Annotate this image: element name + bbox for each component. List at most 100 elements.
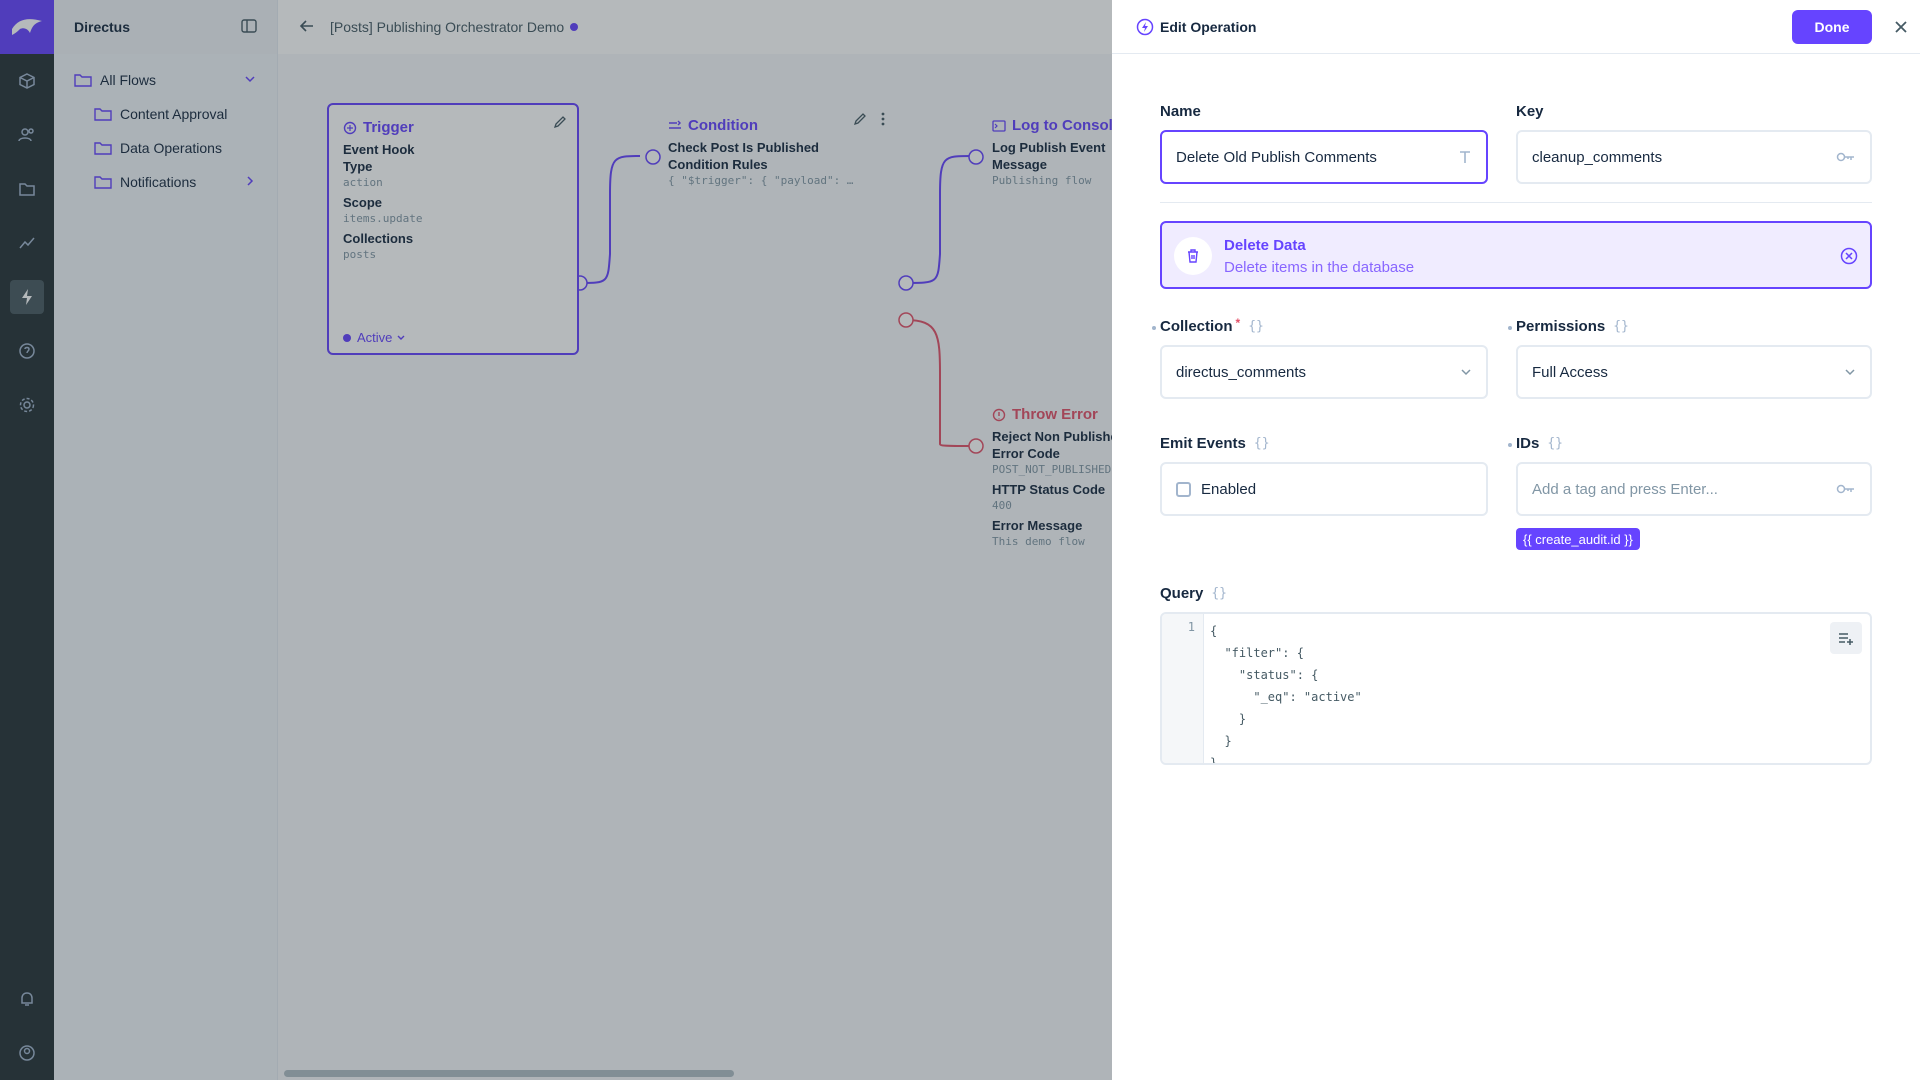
- log-subtitle: Log Publish Event: [992, 140, 1106, 155]
- flow-canvas[interactable]: Trigger Event Hook Type action Scope ite…: [278, 54, 1112, 1080]
- key-input[interactable]: cleanup_comments: [1516, 130, 1872, 184]
- content-module-icon[interactable]: [10, 64, 44, 98]
- flows-module-icon[interactable]: [10, 280, 44, 314]
- trigger-subtitle: Event Hook: [343, 142, 415, 157]
- flow-title: [Posts] Publishing Orchestrator Demo: [330, 19, 565, 35]
- log-operation[interactable]: Log to Console Log Publish Event Message…: [992, 117, 1112, 187]
- close-icon[interactable]: [1890, 16, 1912, 38]
- trigger-type-label: Type: [343, 159, 373, 174]
- insert-template-icon[interactable]: [1830, 622, 1862, 654]
- operation-type-card[interactable]: Delete Data Delete items in the database: [1160, 221, 1872, 289]
- ids-label: IDs {}: [1516, 435, 1563, 452]
- raw-value-icon[interactable]: {}: [1211, 586, 1228, 601]
- help-module-icon[interactable]: [10, 334, 44, 368]
- nav-item-label: Data Operations: [120, 140, 222, 156]
- directus-logo-icon[interactable]: [0, 0, 54, 54]
- insights-module-icon[interactable]: [10, 226, 44, 260]
- condition-icon: [669, 120, 681, 129]
- horizontal-scrollbar[interactable]: [284, 1070, 734, 1077]
- trigger-status[interactable]: Active: [343, 330, 406, 345]
- name-value: Delete Old Publish Comments: [1176, 148, 1377, 166]
- module-bar: [0, 0, 54, 1080]
- id-tag-chip[interactable]: {{ create_audit.id }}: [1516, 528, 1640, 550]
- key-icon: [1836, 151, 1856, 163]
- edit-pencil-icon[interactable]: [553, 115, 567, 132]
- done-button[interactable]: Done: [1792, 10, 1872, 44]
- toggle-sidebar-icon[interactable]: [241, 18, 257, 37]
- permissions-select[interactable]: Full Access: [1516, 345, 1872, 399]
- files-module-icon[interactable]: [10, 172, 44, 206]
- raw-value-icon[interactable]: {}: [1253, 436, 1270, 451]
- field-bullet: [1508, 326, 1512, 330]
- query-code[interactable]: { "filter": { "status": { "_eq": "active…: [1210, 624, 1362, 765]
- line-gutter: 1: [1162, 614, 1204, 763]
- nav-item-label: All Flows: [100, 72, 157, 88]
- chevron-right-icon[interactable]: [244, 174, 264, 190]
- collection-select[interactable]: directus_comments: [1160, 345, 1488, 399]
- nav-header: Directus: [54, 0, 277, 54]
- log-title: Log to Console: [992, 117, 1112, 134]
- condition-rules-value: { "$trigger": { "payload": …: [668, 174, 854, 187]
- project-name: Directus: [74, 19, 131, 35]
- trigger-type-value: action: [343, 176, 383, 189]
- operation-description: Delete items in the database: [1224, 259, 1415, 276]
- condition-rules-label: Condition Rules: [668, 157, 768, 172]
- navigation-sidebar: Directus All Flows Content Approval Data…: [54, 0, 278, 1080]
- key-label: Key: [1516, 103, 1544, 120]
- trigger-title: Trigger: [343, 119, 563, 136]
- status-dot: [343, 333, 351, 342]
- users-module-icon[interactable]: [10, 118, 44, 152]
- folder-icon: [94, 142, 112, 155]
- error-http-label: HTTP Status Code: [992, 482, 1106, 497]
- emit-events-toggle[interactable]: Enabled: [1160, 462, 1488, 516]
- chevron-down-icon: [1844, 366, 1856, 378]
- key-icon: [1836, 483, 1856, 495]
- raw-value-icon[interactable]: {}: [1547, 436, 1563, 451]
- folder-icon: [94, 108, 112, 121]
- modal-overlay[interactable]: [0, 0, 1112, 1080]
- more-vertical-icon[interactable]: [880, 112, 886, 129]
- remove-circle-icon[interactable]: [1840, 247, 1858, 268]
- error-subtitle: Reject Non Published: [992, 429, 1112, 444]
- raw-value-icon[interactable]: {}: [1248, 319, 1264, 334]
- nav-item-content-approval[interactable]: Content Approval: [94, 106, 227, 122]
- field-bullet: [1152, 326, 1156, 330]
- settings-module-icon[interactable]: [10, 388, 44, 422]
- error-message-value: This demo flow: [992, 535, 1085, 548]
- folder-flows-icon: [74, 74, 92, 87]
- error-title: Throw Error: [992, 406, 1112, 423]
- condition-subtitle: Check Post Is Published: [668, 140, 819, 155]
- chevron-down-icon[interactable]: [244, 72, 264, 88]
- permissions-value: Full Access: [1532, 363, 1608, 381]
- trigger-scope-value: items.update: [343, 212, 423, 225]
- notifications-bell-icon[interactable]: [10, 982, 44, 1016]
- line-number: 1: [1187, 620, 1195, 634]
- trigger-collections-label: Collections: [343, 231, 414, 246]
- ids-tag-input[interactable]: Add a tag and press Enter...: [1516, 462, 1872, 516]
- query-label: Query {}: [1160, 585, 1228, 602]
- collection-label: Collection * {}: [1160, 315, 1264, 336]
- edit-pencil-icon[interactable]: [853, 112, 867, 129]
- throw-error-operation[interactable]: Throw Error Reject Non Published Error C…: [992, 406, 1112, 548]
- query-code-editor[interactable]: 1 { "filter": { "status": { "_eq": "acti…: [1160, 612, 1872, 765]
- trash-icon: [1174, 237, 1212, 275]
- condition-title: Condition: [668, 117, 898, 134]
- folder-icon: [94, 176, 112, 189]
- checkbox[interactable]: [1176, 481, 1191, 497]
- error-code-label: Error Code: [992, 446, 1060, 461]
- console-icon: [992, 119, 1006, 132]
- condition-operation[interactable]: Condition Check Post Is Published Condit…: [668, 117, 898, 187]
- trigger-panel[interactable]: Trigger Event Hook Type action Scope ite…: [327, 103, 579, 355]
- error-message-label: Error Message: [992, 518, 1083, 533]
- emit-events-label: Emit Events {}: [1160, 435, 1270, 452]
- text-format-icon: [1458, 150, 1472, 164]
- ids-placeholder: Add a tag and press Enter...: [1532, 480, 1718, 498]
- nav-item-notifications[interactable]: Notifications: [94, 174, 264, 190]
- user-avatar-icon[interactable]: [10, 1036, 44, 1070]
- raw-value-icon[interactable]: {}: [1613, 319, 1629, 334]
- nav-item-all-flows[interactable]: All Flows: [74, 72, 264, 88]
- trigger-collections-value: posts: [343, 248, 377, 261]
- nav-item-data-operations[interactable]: Data Operations: [94, 140, 222, 156]
- back-arrow-icon[interactable]: [298, 17, 316, 38]
- name-input[interactable]: Delete Old Publish Comments: [1160, 130, 1488, 184]
